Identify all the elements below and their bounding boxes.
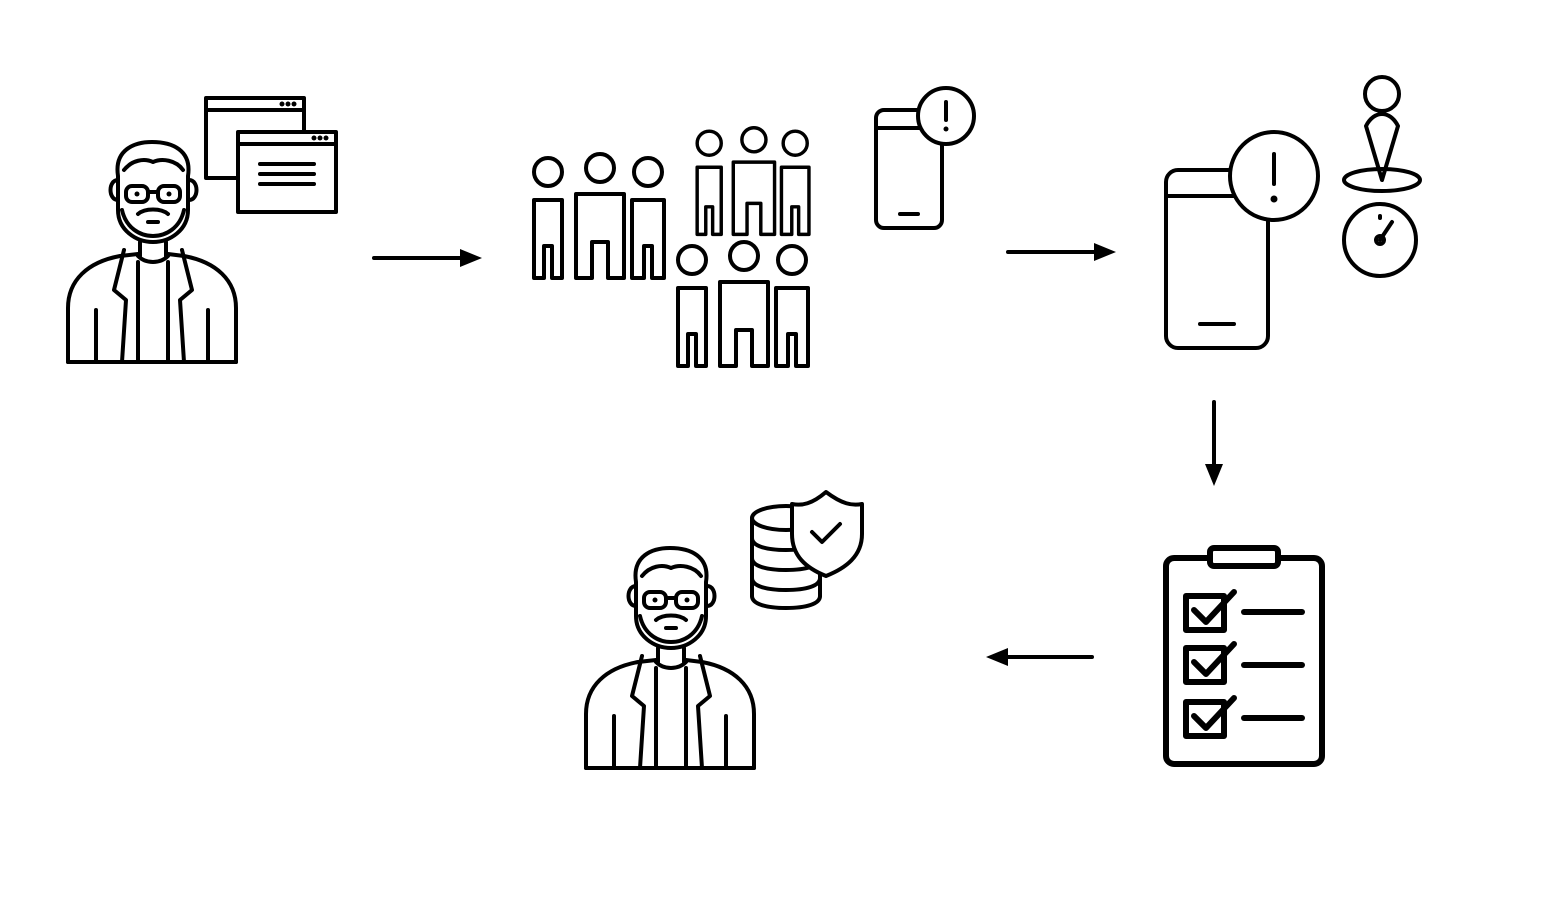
participant-groups — [532, 86, 976, 368]
arrow-right-2 — [1006, 243, 1116, 261]
checklist — [1163, 545, 1325, 767]
arrow-right-1 — [372, 249, 482, 267]
people-group-icon — [695, 126, 811, 237]
phone-notification — [1164, 75, 1422, 350]
people-group-icon — [532, 152, 666, 280]
researcher-icon — [584, 546, 756, 770]
browser-windows-icon — [204, 96, 338, 214]
clock-icon — [1342, 202, 1418, 278]
researcher-start — [66, 96, 338, 364]
clipboard-checklist-icon — [1163, 545, 1325, 767]
secure-database-icon — [750, 490, 864, 610]
phone-alert-icon — [874, 86, 976, 230]
people-group-icon — [676, 240, 810, 368]
location-pin-icon — [1342, 75, 1422, 193]
arrow-left — [986, 648, 1094, 666]
phone-alert-icon — [1164, 130, 1320, 350]
researcher-end — [584, 490, 864, 770]
arrow-down — [1205, 400, 1223, 486]
